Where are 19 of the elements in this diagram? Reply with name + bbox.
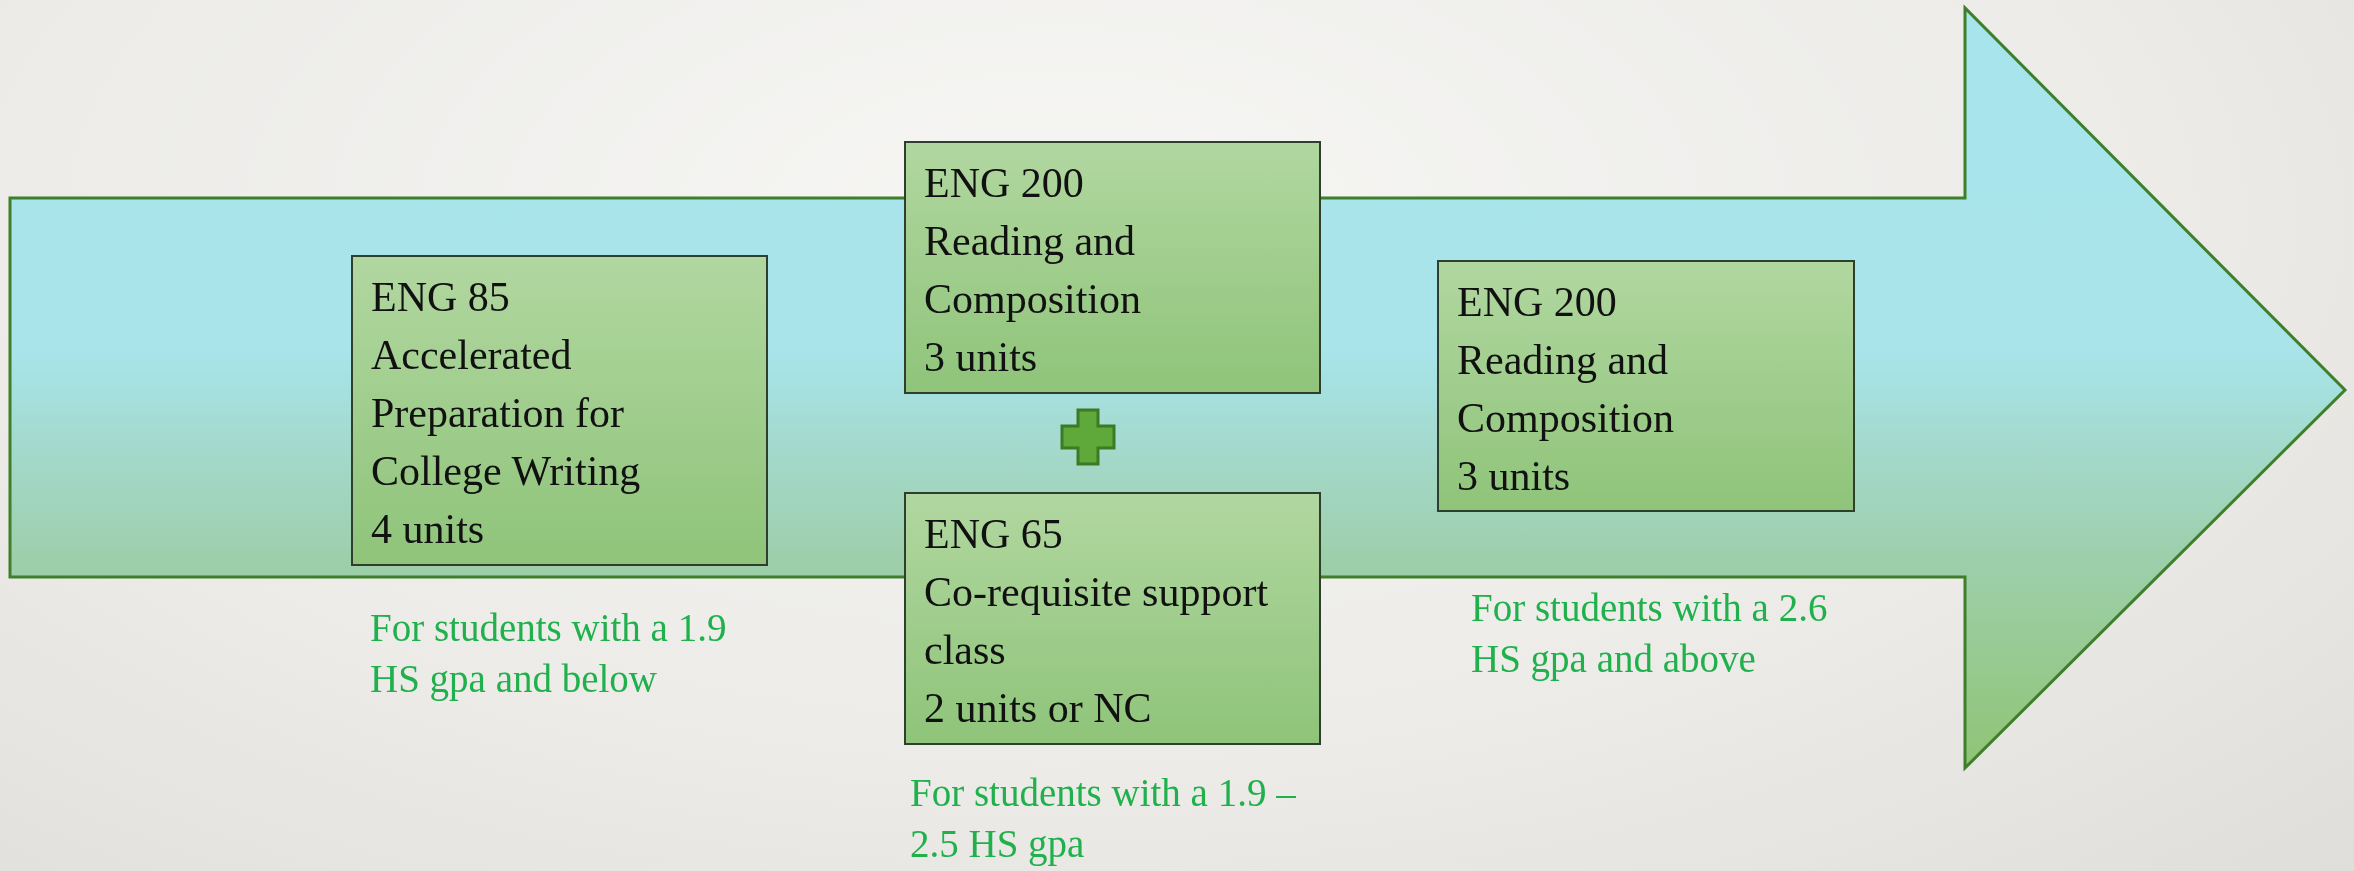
course-text: 4 units: [371, 504, 486, 554]
course-text: 3 units: [1457, 451, 1572, 501]
course-text: ENG 200: [924, 159, 1085, 208]
note-text: For students with a 1.9 HS gpa and below: [370, 605, 728, 703]
course-box: [904, 141, 1321, 394]
note-text: For students with a 1.9 – 2.5 HS gpa: [910, 770, 1297, 868]
course-box: [1437, 260, 1855, 512]
course-box: [904, 492, 1321, 745]
course-text: ENG 85: [371, 273, 511, 322]
note-text: For students with a 2.6 HS gpa and above: [1471, 585, 1829, 683]
course-text: 3 units: [924, 332, 1039, 382]
course-text: Accelerated Preparation for College Writing: [371, 330, 642, 496]
course-text: ENG 200: [1457, 278, 1618, 327]
course-text: Reading and Composition: [1457, 335, 1676, 443]
course-text: ENG 65: [924, 510, 1064, 559]
course-text: Co-requisite support class: [924, 567, 1270, 675]
course-text: 2 units or NC: [924, 683, 1153, 733]
course-box: [351, 255, 768, 566]
course-text: Reading and Composition: [924, 216, 1143, 324]
